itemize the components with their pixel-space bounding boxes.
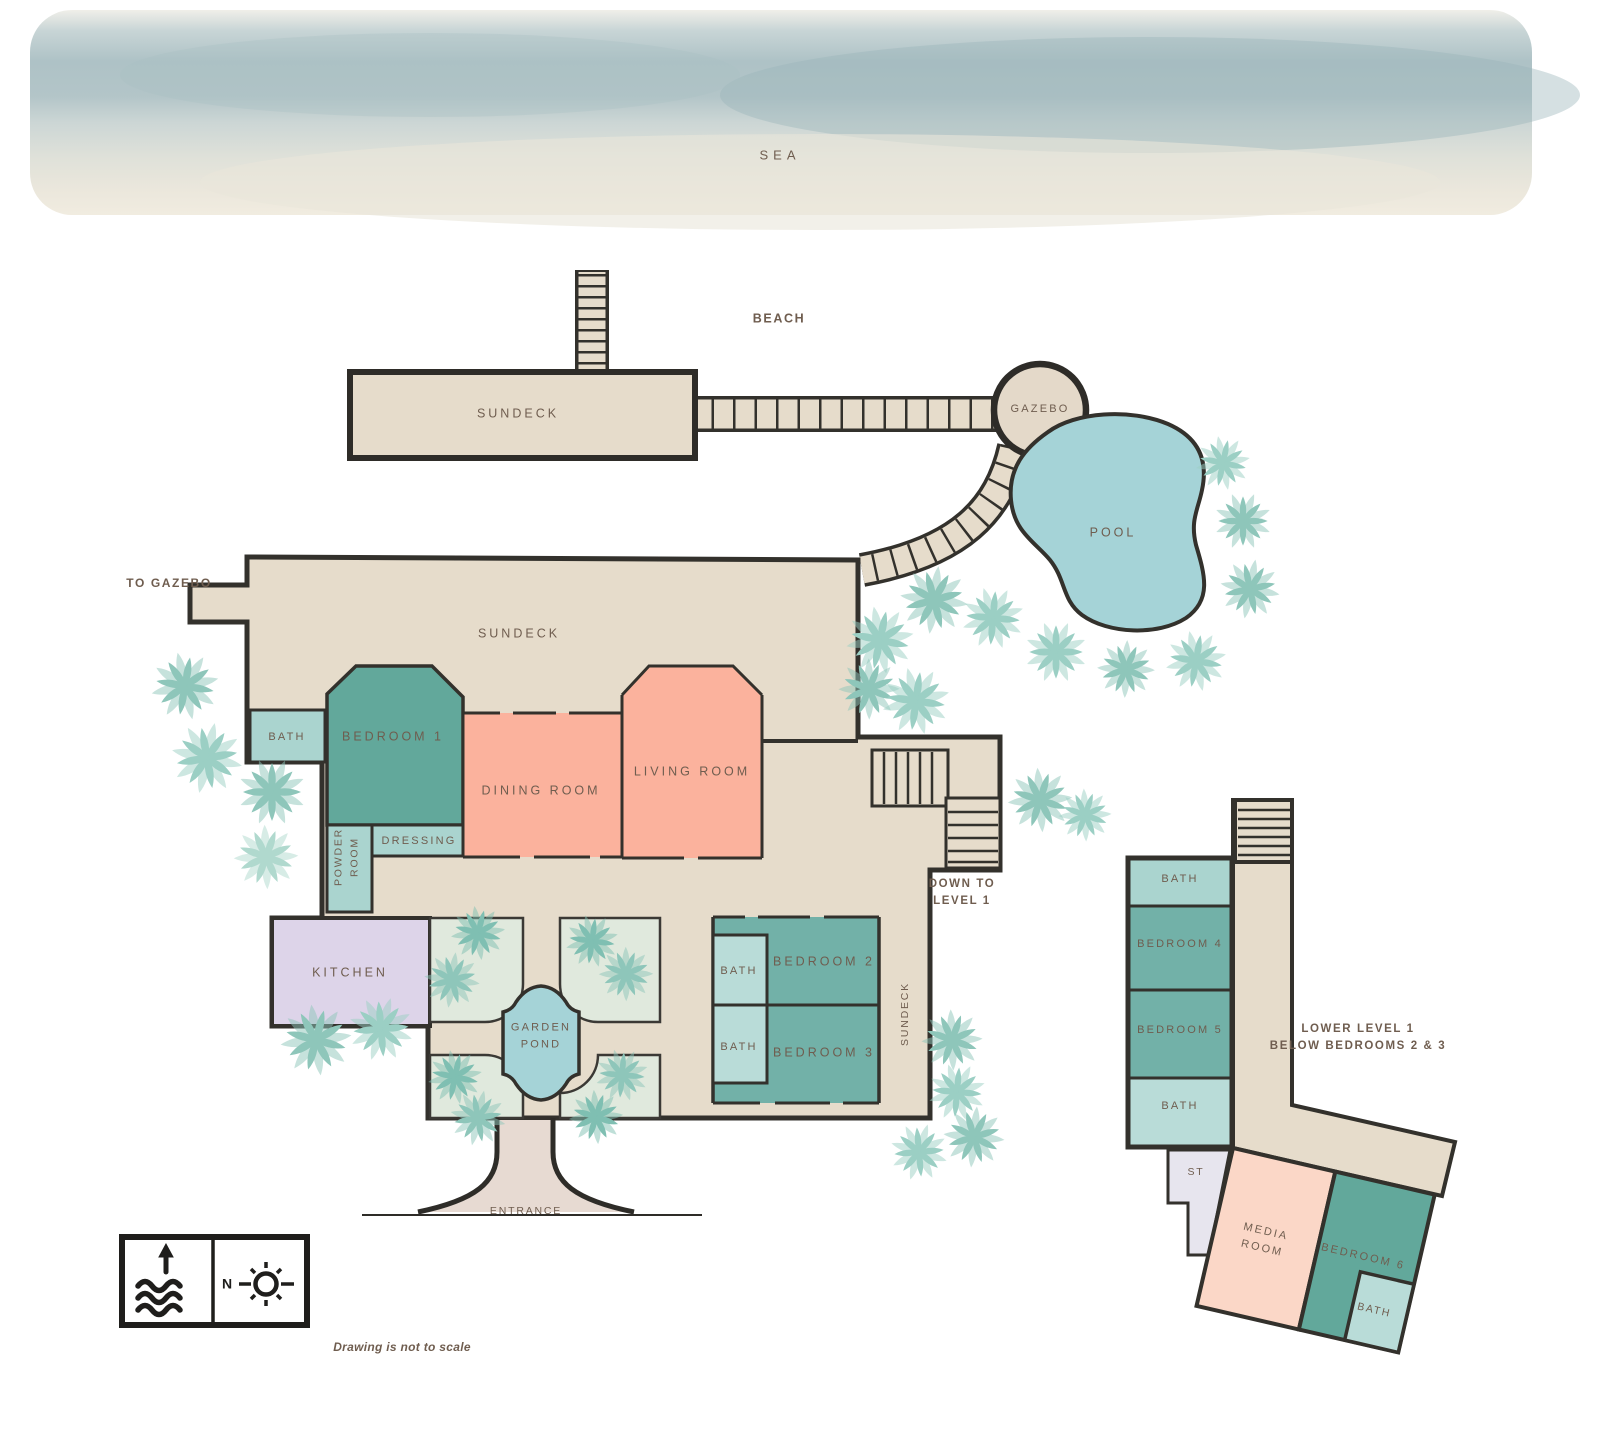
sundeck-beach-shape bbox=[347, 369, 698, 461]
ll-bath-bottom-label: BATH bbox=[1161, 1099, 1199, 1112]
sundeck-side-label: SUNDECK bbox=[899, 982, 912, 1046]
bath-2-room bbox=[711, 933, 769, 1007]
dining-living-walls bbox=[461, 664, 764, 860]
kitchen-label: KITCHEN bbox=[312, 965, 388, 980]
dressing-label: DRESSING bbox=[381, 834, 457, 847]
bedroom-1-label: BEDROOM 1 bbox=[341, 729, 445, 744]
lower-level-stack bbox=[1125, 855, 1235, 1150]
bath-3-label: BATH bbox=[720, 1040, 758, 1053]
ll-bath-top-room bbox=[1128, 858, 1232, 906]
stairs-lower-level bbox=[1233, 798, 1294, 864]
entrance-label: ENTRANCE bbox=[489, 1205, 563, 1218]
powder-room-label: POWDER ROOM bbox=[332, 827, 360, 887]
bedroom-4-room bbox=[1128, 906, 1232, 990]
bath-1-label: BATH bbox=[268, 730, 306, 743]
garden-pond-label: GARDEN POND bbox=[510, 1021, 572, 1051]
bath-1-room bbox=[248, 708, 327, 764]
gazebo-label: GAZEBO bbox=[1010, 402, 1070, 415]
lower-level-label: LOWER LEVEL 1 BELOW BEDROOMS 2 & 3 bbox=[1269, 1022, 1447, 1052]
palm-tree-icon bbox=[1209, 548, 1291, 630]
down-to-level-1-label: DOWN TO LEVEL 1 bbox=[928, 877, 996, 907]
storage-label: ST bbox=[1187, 1166, 1205, 1179]
to-gazebo-label: TO GAZEBO bbox=[126, 576, 212, 590]
entrance-path bbox=[362, 1118, 702, 1216]
kitchen-room bbox=[270, 916, 432, 1028]
legend-box bbox=[119, 1234, 310, 1328]
dining-room-label: DINING ROOM bbox=[481, 783, 601, 798]
living-room bbox=[622, 666, 762, 858]
palm-tree-icon bbox=[1051, 781, 1119, 849]
not-to-scale-label: Drawing is not to scale bbox=[333, 1340, 471, 1354]
north-label: N bbox=[221, 1275, 233, 1292]
bedroom-3-label: BEDROOM 3 bbox=[772, 1045, 876, 1060]
garden-pond-shape bbox=[501, 984, 581, 1102]
sea-band bbox=[30, 10, 1580, 230]
storage-room bbox=[1166, 1148, 1232, 1257]
bedroom-5-room bbox=[1128, 990, 1232, 1078]
pool-shape bbox=[1008, 412, 1207, 633]
bedroom-4-label: BEDROOM 4 bbox=[1137, 937, 1223, 950]
dining-room bbox=[463, 713, 622, 857]
bedroom-2-label: BEDROOM 2 bbox=[772, 954, 876, 969]
palm-tree-icon bbox=[158, 709, 256, 807]
palm-tree-icon bbox=[238, 758, 306, 826]
sea-label: SEA bbox=[759, 147, 801, 163]
powder-room bbox=[325, 823, 374, 914]
palm-tree-icon bbox=[879, 1112, 959, 1192]
beach-label: BEACH bbox=[752, 311, 806, 326]
palm-tree-icon bbox=[225, 816, 307, 898]
bath-2-label: BATH bbox=[720, 964, 758, 977]
sundeck-beach-label: SUNDECK bbox=[476, 406, 560, 421]
ll-bath-bottom-room bbox=[1128, 1078, 1232, 1147]
ll-bath-top-label: BATH bbox=[1161, 872, 1199, 885]
palm-tree-icon bbox=[1088, 631, 1164, 707]
palm-tree-icon bbox=[1203, 481, 1283, 561]
bedroom-5-label: BEDROOM 5 bbox=[1137, 1023, 1223, 1036]
pool-label: POOL bbox=[1089, 525, 1137, 540]
sea-direction-icon bbox=[135, 1242, 183, 1318]
curved-boardwalk bbox=[858, 442, 1031, 587]
palm-tree-icon bbox=[959, 584, 1027, 652]
living-room-label: LIVING ROOM bbox=[633, 764, 751, 779]
sundeck-main-label: SUNDECK bbox=[477, 626, 561, 641]
stairs-main bbox=[870, 748, 1002, 870]
palm-tree-icon bbox=[146, 647, 224, 725]
lower-level-wing bbox=[1194, 1145, 1438, 1355]
bath-6-room bbox=[1342, 1269, 1417, 1355]
palm-tree-icon bbox=[1161, 626, 1231, 696]
palm-tree-icon bbox=[878, 663, 954, 739]
bath-3-room bbox=[711, 1003, 769, 1085]
north-sun-icon bbox=[239, 1262, 294, 1306]
palm-tree-icon bbox=[1025, 621, 1087, 683]
